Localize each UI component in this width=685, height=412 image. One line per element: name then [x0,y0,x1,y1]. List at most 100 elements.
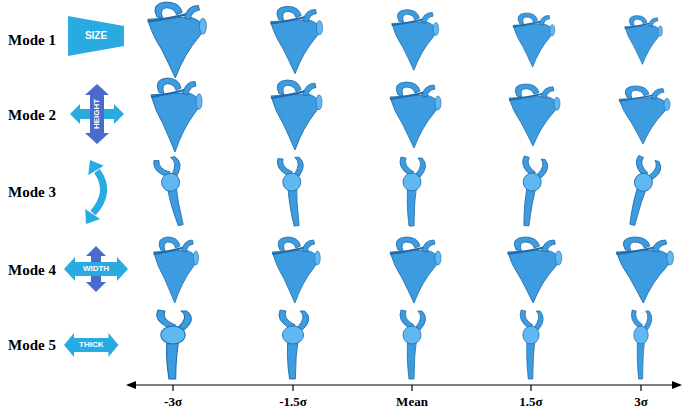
scapula-spine [148,14,189,22]
scapula-coracoid [416,311,426,330]
arrow-head [126,381,136,389]
scapula-shape [400,157,426,226]
scapula-acromion [623,237,650,251]
arrow-head [85,209,100,224]
scapula-spine [509,93,545,100]
scapula-blade [513,24,554,67]
scapula-spine [625,23,652,28]
scapula-acromion [157,310,176,328]
rotation-arrow-arc [93,171,104,213]
scapula-glenoid [193,251,198,265]
scapula-acromion [279,310,295,328]
scapula-coracoid [302,240,314,252]
scapula-glenoid [160,171,182,193]
scapula-shape [515,156,549,228]
scapula-shape [631,310,651,379]
scapula-coracoid [542,240,556,252]
scapula-coracoid [652,240,667,252]
scapula-acromion [396,82,420,96]
arrow-head [88,160,104,175]
scapula-shape [157,310,192,379]
scapula-shape [271,6,323,73]
width-icon: WIDTH [64,246,128,292]
axis-label: -1.5σ [279,395,307,409]
scapula-spine [272,247,306,254]
scapula-acromion [400,157,414,175]
scapula-shape [148,2,207,78]
scapula-glenoid [522,172,542,192]
scapula-acromion [155,2,182,18]
icon-label: WIDTH [83,265,109,273]
scapula-shape [400,310,426,379]
scapula-shape [154,237,199,303]
scapula-glenoid [403,326,421,344]
scapula-blade [390,95,440,148]
scapula-spine [390,247,426,254]
scapula-acromion [515,84,539,97]
scapula-coracoid [422,85,435,97]
scapula-acromion [159,237,180,251]
scapula-blade [154,250,198,303]
scapula-spine [616,247,656,254]
scapula-spine [271,91,307,98]
scapula-spine [508,247,546,254]
scapula-coracoid [535,311,544,330]
scapula-glenoid [634,326,648,344]
scapula-coracoid [648,18,658,27]
scapula-shape [513,13,555,67]
axis-label: Mean [396,395,428,409]
scapula-coracoid [183,81,196,94]
mode-label: Mode 1 [8,32,56,49]
scapula-glenoid [664,98,670,110]
scapula-acromion [397,10,419,23]
scapula-glenoid [435,96,441,110]
scapula-spine [151,89,187,97]
scapula-shape [508,237,562,303]
scapula-spine [513,21,543,27]
axis-label: 1.5σ [519,395,542,409]
scapula-coracoid [303,83,316,96]
scapula-blade [390,250,440,303]
scapula-blade [271,94,321,150]
scapula-glenoid [282,326,303,344]
scapula-acromion [625,86,649,98]
scapula-acromion [633,155,651,176]
scapula-glenoid [282,172,302,192]
scapula-coracoid [303,9,316,21]
scapula-spine [390,92,426,99]
scapula-glenoid [199,18,206,34]
scapula-spine [619,95,655,101]
trapezoid [68,16,124,56]
icon-label: SIZE [85,31,107,41]
scapula-shape [153,155,194,228]
scapula-shape [392,10,439,71]
scapula-acromion [400,310,414,328]
axis-label: 3σ [634,395,648,409]
scapula-glenoid [403,173,421,191]
scapula-coracoid [298,311,309,330]
mode-label: Mode 3 [8,184,56,201]
scapula-blade [619,97,669,144]
scapula-coracoid [421,12,433,23]
scapula-glenoid [667,251,674,265]
scapula-glenoid [555,251,561,265]
mode-label: Mode 5 [8,337,56,354]
scapula-acromion [277,80,301,95]
scapula-shape [271,80,322,150]
scapula-glenoid [435,251,441,265]
scapula-blade [392,22,438,71]
scapula-blade [271,20,322,74]
scapula-shape [390,237,441,303]
scapula-coracoid [422,240,435,252]
sigma-axis [126,381,682,391]
scapula-coracoid [178,311,191,330]
scapula-shape [279,310,309,379]
axis-tick [172,385,173,391]
scapula-acromion [277,6,301,20]
scapula-acromion [514,237,539,251]
scapula-blade [616,250,672,303]
axis-tick [640,385,641,391]
axis-tick [292,385,293,391]
scapula-spine [392,19,425,25]
scapula-acromion [518,13,538,24]
